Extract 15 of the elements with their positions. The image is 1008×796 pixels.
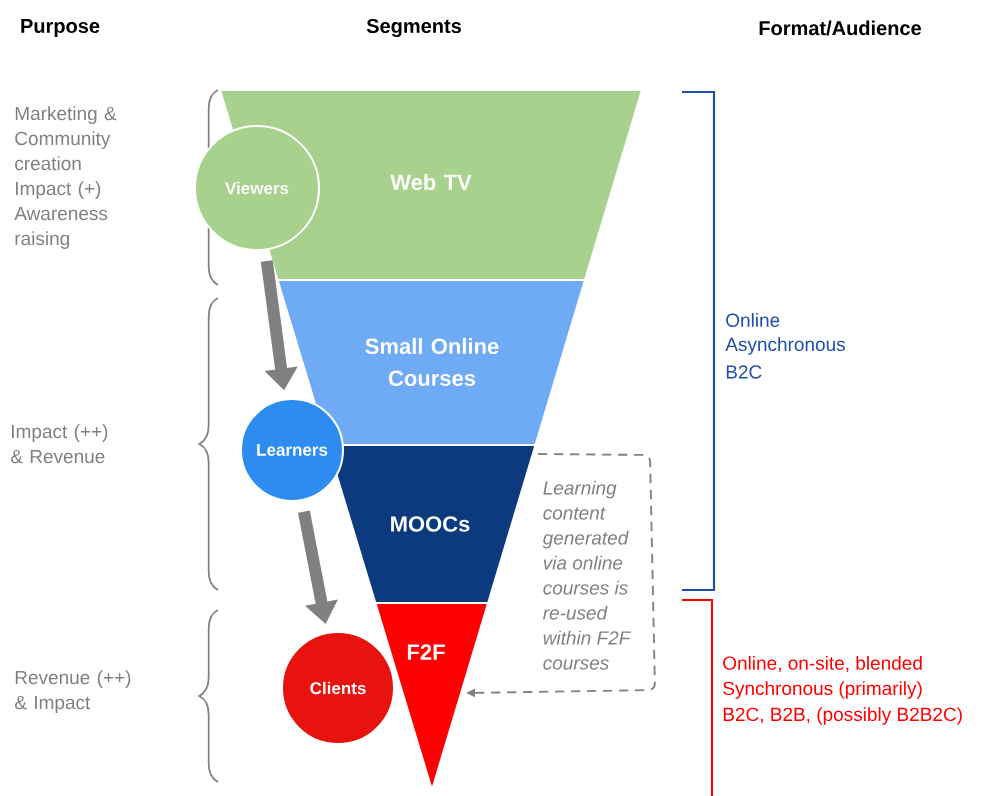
funnel-segment: MOOCs [326, 444, 537, 604]
header: Format/Audience [759, 20, 921, 36]
purpose-text: Revenue (++) & Impact [14, 670, 131, 713]
format-text: Asynchronous [725, 337, 845, 355]
format-text: Online [726, 313, 780, 327]
format-text: B2C, B2B, (possibly B2B2C) [723, 707, 962, 725]
purpose-text: Impact (++) & Revenue [10, 424, 108, 464]
header: Segments [366, 18, 461, 38]
funnel-segment: Small Online Courses [276, 279, 587, 446]
format-text: Synchronous (primarily) [723, 681, 922, 699]
header: Purpose [21, 19, 100, 37]
edge-label: Learning content generated via online courses is re-used within F2F courses [542, 480, 632, 670]
format-text: B2C [726, 365, 762, 379]
format-text: Online, on-site, blended [723, 655, 922, 673]
purpose-text: Marketing & Community creation Impact (+) Awareness raising [14, 106, 117, 249]
